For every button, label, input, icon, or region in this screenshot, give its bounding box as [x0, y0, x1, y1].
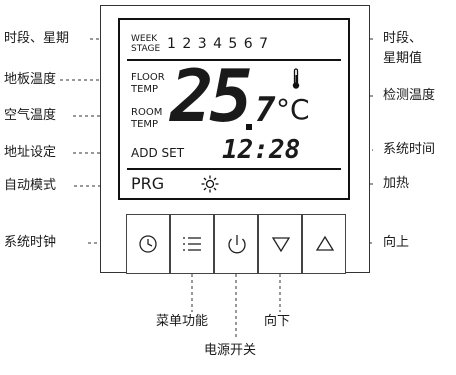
menu-list-icon	[183, 237, 201, 251]
label-down: 向下	[264, 314, 291, 329]
lcd-divider-top	[127, 59, 341, 61]
clock-button[interactable]	[126, 214, 170, 274]
label-address-set: 地址设定	[4, 145, 57, 160]
lcd-stage-label: STAGE	[131, 44, 161, 54]
label-period-week-value-2: 星期值	[383, 51, 423, 66]
lcd-room-label: ROOM	[131, 107, 163, 118]
triangle-up-icon	[315, 235, 335, 251]
lcd-divider-bottom	[127, 168, 341, 170]
label-auto-mode: 自动模式	[4, 178, 57, 193]
clock-icon	[139, 235, 157, 253]
lcd-temperature-unit: °C	[276, 93, 310, 126]
label-power-switch: 电源开关	[204, 343, 257, 358]
lcd-system-time: 12:28	[222, 135, 301, 165]
label-up: 向上	[383, 235, 410, 250]
lcd-decimal-point	[246, 124, 252, 130]
lcd-add-set-label: ADD SET	[131, 146, 185, 160]
menu-button[interactable]	[170, 214, 214, 274]
lcd-floor-label: FLOOR	[131, 72, 165, 83]
power-button[interactable]	[214, 214, 258, 274]
label-menu-function: 菜单功能	[156, 314, 209, 329]
lcd-temperature-decimal: 7	[255, 90, 276, 130]
lcd-floor-temp-label: TEMP	[131, 84, 159, 95]
lcd-temperature-integer: 25	[170, 54, 253, 138]
lcd-week-digits: 1 2 3 4 5 6 7	[167, 36, 270, 52]
sun-icon	[201, 175, 219, 193]
label-system-clock: 系统时钟	[4, 235, 57, 250]
triangle-down-icon	[271, 237, 291, 253]
label-heating: 加热	[383, 176, 410, 191]
lcd-room-temp-label: TEMP	[131, 119, 159, 130]
power-icon	[228, 235, 246, 254]
label-floor-temperature: 地板温度	[4, 72, 57, 87]
label-system-time: 系统时间	[383, 142, 436, 157]
label-air-temperature: 空气温度	[4, 108, 57, 123]
up-button[interactable]	[302, 214, 346, 274]
down-button[interactable]	[258, 214, 302, 274]
thermometer-icon	[292, 68, 300, 89]
label-detect-temperature: 检测温度	[383, 88, 436, 103]
lcd-screen	[118, 18, 350, 200]
label-period-week: 时段、星期	[4, 31, 70, 46]
lcd-prg-label: PRG	[131, 174, 165, 193]
lcd-week-label: WEEK	[131, 34, 158, 44]
label-period-week-value-1: 时段、	[383, 31, 423, 46]
